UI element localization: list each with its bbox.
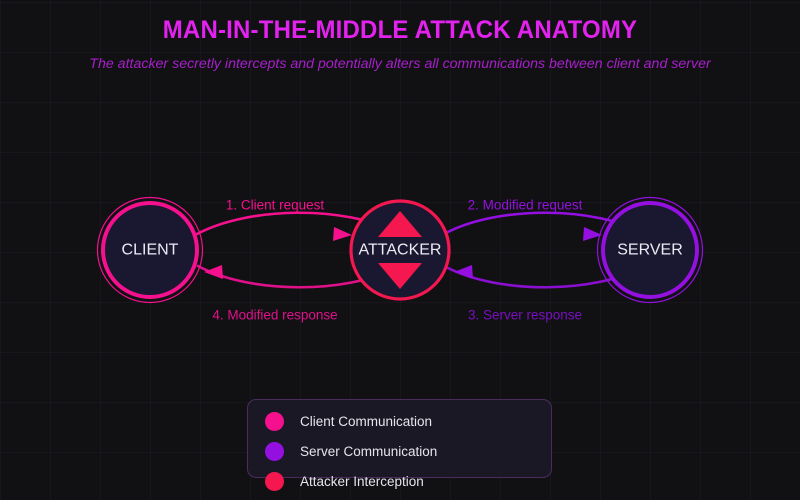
arrowhead-left-icon <box>204 265 223 279</box>
attacker-label: ATTACKER <box>359 242 442 259</box>
edge-label-server-response: 3. Server response <box>468 308 582 323</box>
client-circle <box>101 201 199 299</box>
legend-box: Client Communication Server Communicatio… <box>247 399 552 491</box>
legend-label: Server Communication <box>300 443 438 459</box>
legend-dot-icon <box>265 471 284 491</box>
node-client[interactable]: CLIENT <box>96 196 204 304</box>
server-circle <box>601 201 699 299</box>
edge-label-client-request: 1. Client request <box>226 198 325 213</box>
legend-label: Attacker Interception <box>300 473 424 489</box>
triangle-up-icon <box>378 211 422 237</box>
node-server[interactable]: SERVER <box>596 196 704 304</box>
node-attacker[interactable]: ATTACKER <box>349 199 451 301</box>
page-title: MAN-IN-THE-MIDDLE ATTACK ANATOMY <box>162 16 638 44</box>
legend-dot-icon <box>265 411 284 431</box>
arrowhead-right-icon <box>583 227 602 241</box>
legend-item-attacker: Attacker Interception <box>265 471 424 491</box>
legend-dot-icon <box>265 441 284 461</box>
client-outer-ring <box>96 196 204 304</box>
server-outer-ring <box>596 196 704 304</box>
attacker-circle <box>349 199 451 301</box>
legend-item-client: Client Communication <box>265 411 432 431</box>
arrowhead-right-icon <box>333 227 352 241</box>
edge-label-modified-response: 4. Modified response <box>212 308 337 323</box>
legend-item-server: Server Communication <box>265 441 437 461</box>
server-label: SERVER <box>617 242 683 259</box>
page-subtitle: The attacker secretly intercepts and pot… <box>89 56 711 72</box>
arrowhead-left-icon <box>454 265 473 279</box>
edge-label-modified-request: 2. Modified request <box>468 198 583 213</box>
client-label: CLIENT <box>122 242 179 259</box>
triangle-down-icon <box>378 263 422 289</box>
legend-label: Client Communication <box>300 413 433 429</box>
